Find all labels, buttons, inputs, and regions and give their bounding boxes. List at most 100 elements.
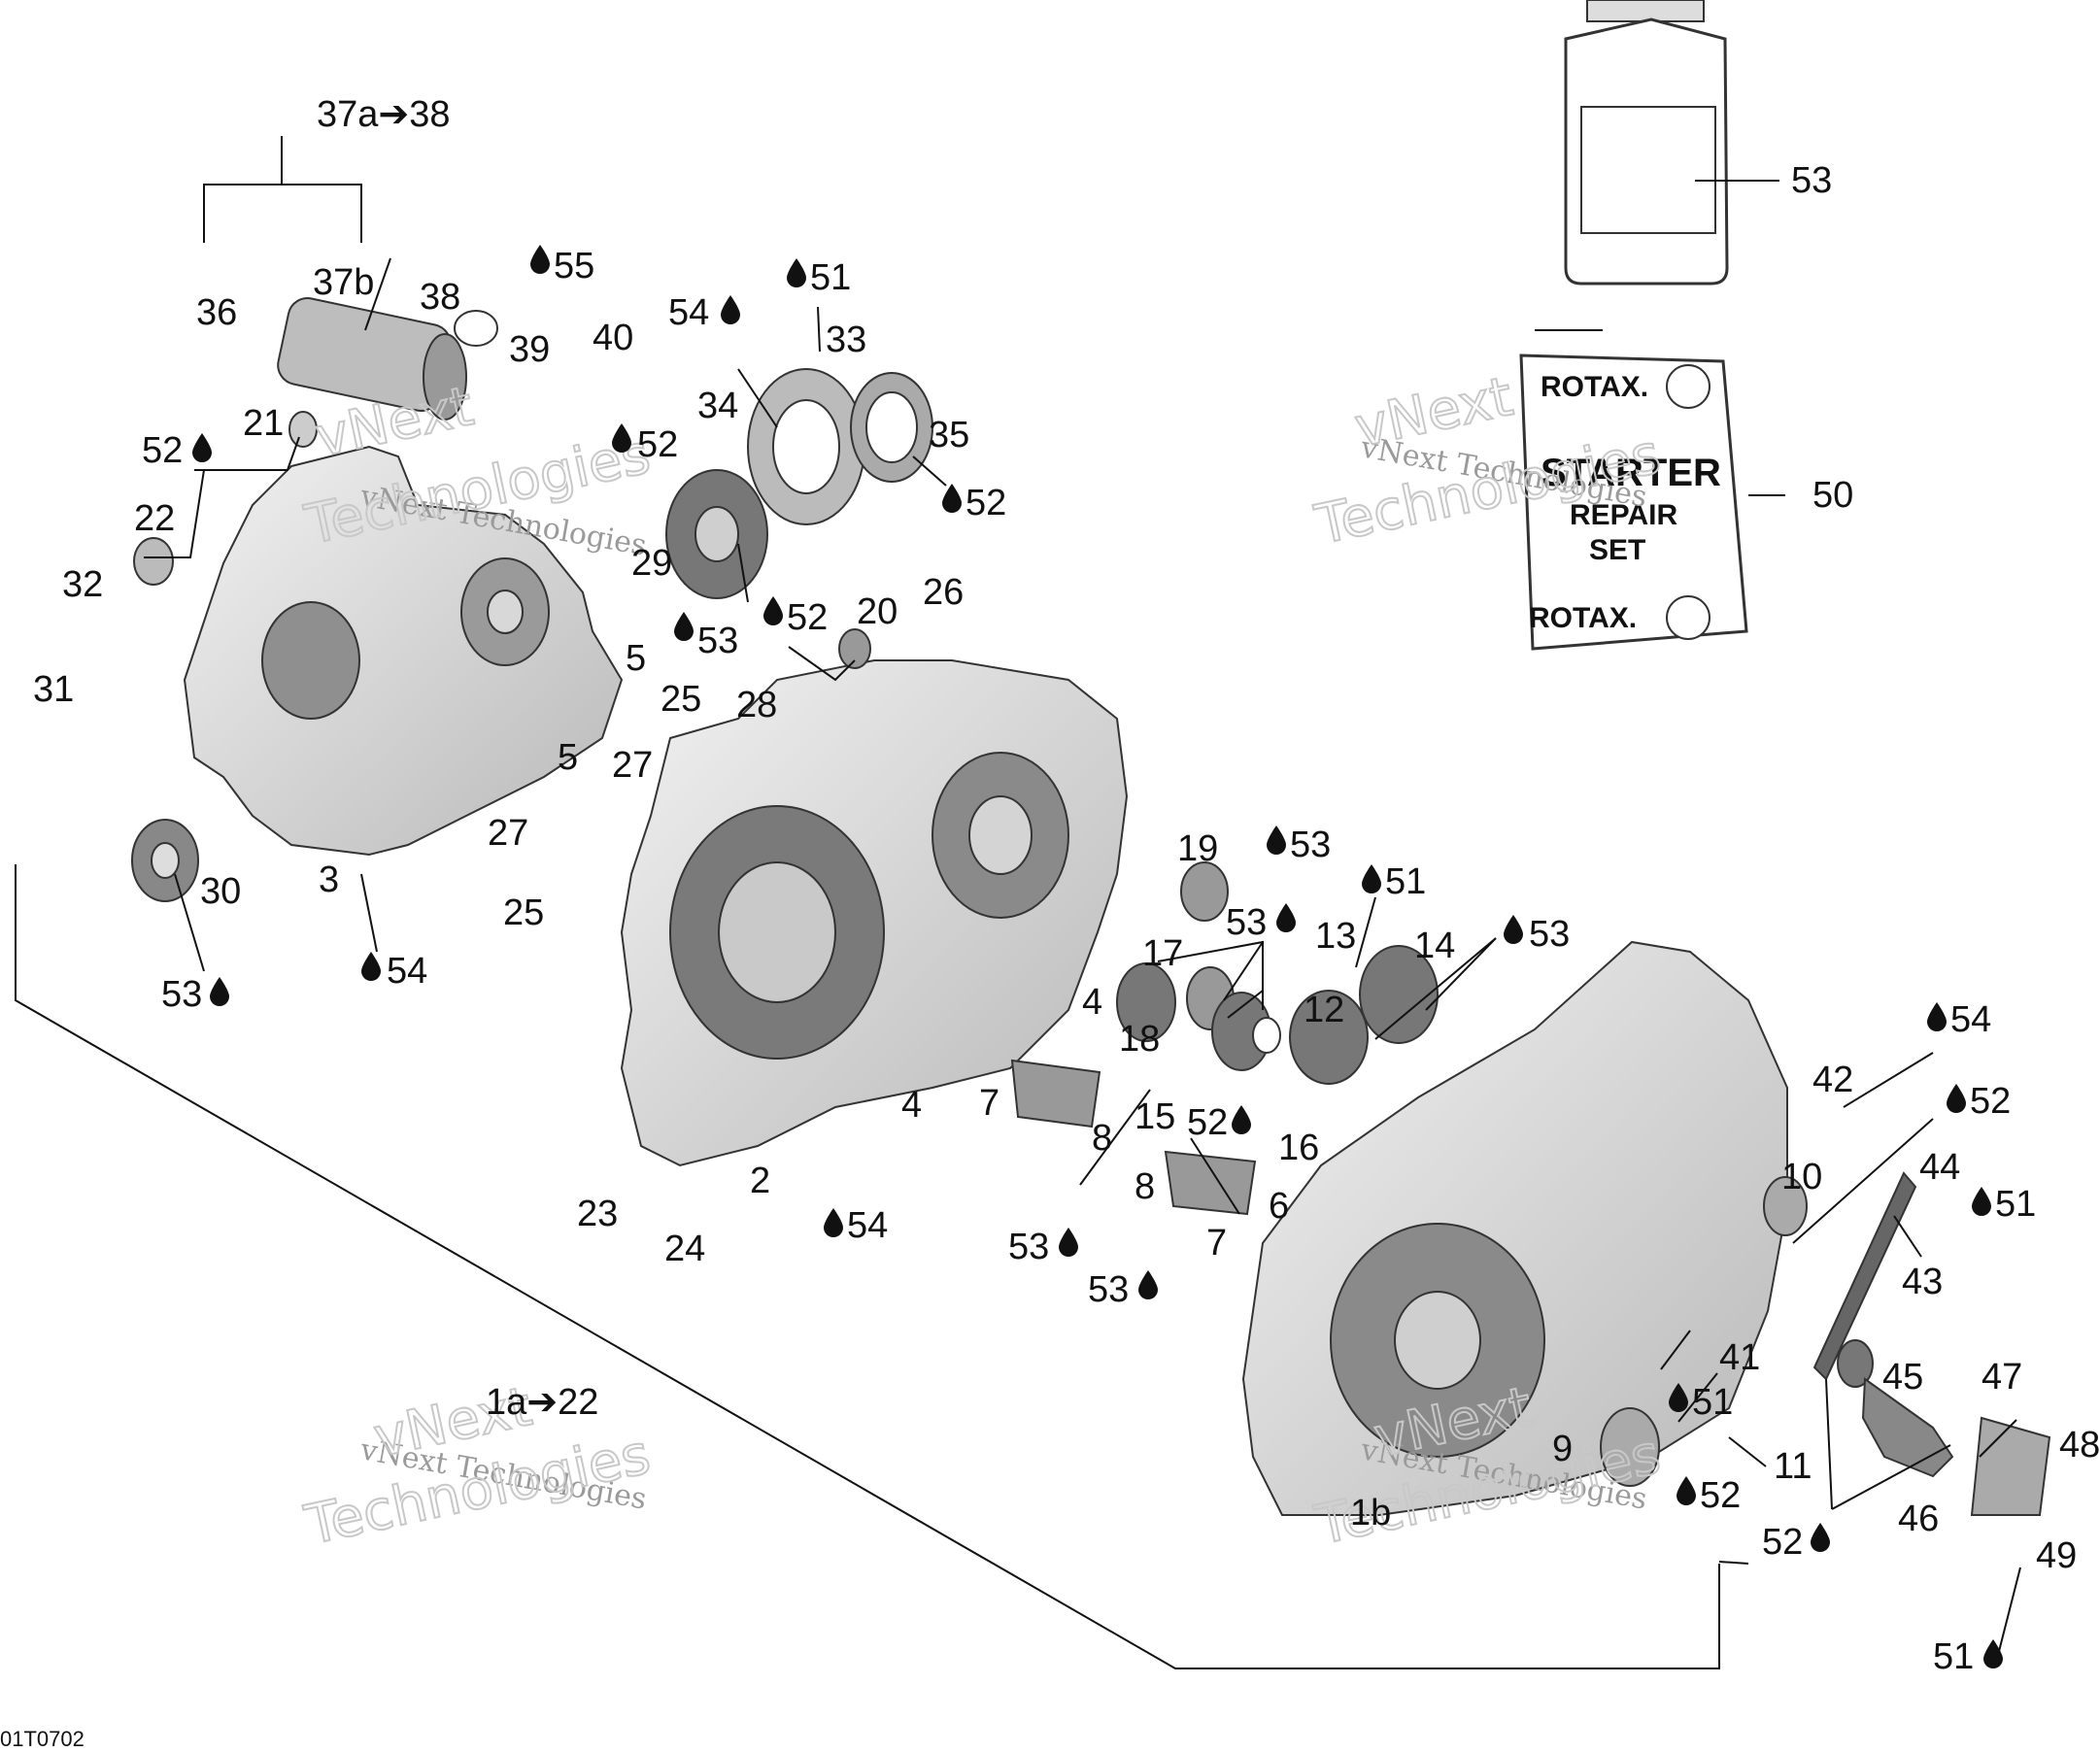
callout-53b: 53: [697, 621, 738, 661]
callout-30: 30: [200, 871, 241, 912]
lubricant-drop-icon: [210, 977, 229, 1006]
bushing-11: [1837, 1339, 1874, 1388]
callout-52d: 52: [787, 597, 828, 638]
booklet-title-line1: STARTER: [1541, 452, 1721, 494]
lubricant-drop-icon: [361, 952, 381, 981]
callout-21: 21: [243, 403, 284, 444]
callout-46: 46: [1898, 1499, 1939, 1539]
callout-10: 10: [1781, 1157, 1822, 1197]
callout-19: 19: [1177, 828, 1218, 869]
callout-37b: 37b: [313, 262, 374, 303]
lubricant-drop-icon: [1504, 915, 1523, 944]
lubricant-drop-icon: [1232, 1105, 1251, 1134]
callout-8a: 8: [1092, 1118, 1112, 1159]
callout-26: 26: [923, 572, 964, 613]
callout-43: 43: [1902, 1262, 1943, 1302]
seal-21: [288, 411, 318, 448]
callout-51d: 51: [1692, 1382, 1733, 1423]
callout-53c: 53: [1290, 825, 1331, 865]
bearing-shell-7-8a: [1010, 1059, 1101, 1129]
callout-9: 9: [1552, 1429, 1573, 1469]
lubricant-drop-icon: [1947, 1084, 1966, 1113]
callout-8b: 8: [1135, 1166, 1155, 1207]
bearing-12: [1289, 990, 1369, 1085]
callout-4a: 4: [1082, 982, 1102, 1023]
lubricant-drop-icon: [1276, 903, 1296, 932]
lubricant-drop-icon: [787, 258, 806, 287]
lubricant-drop-icon: [192, 433, 212, 462]
callout-15: 15: [1135, 1096, 1175, 1137]
callout-23: 23: [577, 1194, 618, 1234]
brp-logo-icon: [1666, 595, 1710, 640]
lubricant-drop-icon: [1362, 864, 1381, 893]
callout-35: 35: [929, 415, 969, 455]
seal-22: [133, 537, 174, 586]
callout-6: 6: [1269, 1186, 1289, 1227]
callout-2: 2: [750, 1161, 770, 1201]
booklet-title-line2: REPAIR: [1570, 499, 1677, 531]
callout-11: 11: [1774, 1446, 1812, 1487]
callout-53-oil: 53: [1791, 160, 1832, 201]
callout-52h: 52: [1762, 1522, 1803, 1563]
callout-45: 45: [1882, 1357, 1923, 1398]
callout-16: 16: [1278, 1128, 1319, 1168]
callout-49: 49: [2036, 1535, 2077, 1576]
lubricant-drop-icon: [1811, 1523, 1830, 1552]
callout-group-case: 1a➔22: [486, 1382, 598, 1423]
callout-27b: 27: [488, 813, 528, 854]
callout-14: 14: [1414, 926, 1455, 966]
callout-53d: 53: [1226, 902, 1267, 943]
callout-53a: 53: [161, 974, 202, 1015]
seal-9: [1600, 1407, 1660, 1487]
callout-12: 12: [1304, 990, 1344, 1030]
seal-35: [850, 372, 933, 483]
callout-13: 13: [1315, 916, 1356, 957]
callout-27a: 27: [612, 745, 653, 786]
bearing-17: [1116, 962, 1176, 1042]
seal-10: [1763, 1176, 1808, 1236]
callout-42: 42: [1812, 1060, 1853, 1100]
oil-bottle: [1564, 0, 1729, 286]
callout-54c: 54: [847, 1205, 888, 1246]
callout-44: 44: [1919, 1147, 1960, 1188]
callout-5a: 5: [626, 638, 646, 679]
callout-53e: 53: [1529, 914, 1570, 955]
o-ring-38: [454, 310, 498, 347]
bearing-14: [1359, 945, 1439, 1044]
spacer-34: [747, 368, 865, 525]
lubricant-drop-icon: [721, 295, 740, 324]
lubricant-drop-icon: [1267, 825, 1286, 855]
lubricant-drop-icon: [824, 1208, 843, 1237]
booklet-brand-top: ROTAX.: [1541, 371, 1648, 403]
bearing-29: [665, 469, 768, 599]
bearing-shell-7-8b: [1164, 1150, 1257, 1216]
repair-booklet: ROTAX. STARTER REPAIR SET ROTAX.: [1519, 354, 1748, 651]
callout-40: 40: [593, 318, 633, 358]
callout-3: 3: [319, 859, 339, 900]
callout-51e: 51: [1933, 1636, 1974, 1677]
crankcase-left-half: [183, 445, 624, 857]
callout-1b: 1b: [1350, 1493, 1391, 1533]
cover-48: [1970, 1416, 2051, 1516]
crankcase-right-half: [1241, 940, 1788, 1516]
brp-logo-icon: [1666, 364, 1710, 409]
callout-labels: 37a➔38 37b 38 36 39 40 55 21 52 22 32 31…: [33, 94, 2100, 1677]
booklet-title-line3: SET: [1589, 534, 1645, 566]
callout-group-starter: 37a➔38: [317, 94, 451, 135]
lubricant-drop-icon: [1059, 1228, 1078, 1257]
callout-52f: 52: [1970, 1081, 2011, 1122]
callout-47: 47: [1981, 1357, 2022, 1398]
crankcase-center: [620, 659, 1129, 1167]
callout-38: 38: [420, 277, 460, 318]
lubricant-drop-icon: [1138, 1270, 1158, 1299]
lubricant-drop-icon: [1677, 1476, 1696, 1505]
lubricant-drop-icon: [674, 612, 694, 641]
callout-52c: 52: [637, 424, 678, 465]
callout-5b: 5: [558, 737, 578, 778]
callout-52g: 52: [1700, 1475, 1741, 1516]
lubricant-drop-icon: [763, 596, 783, 625]
lubricant-drop-icon: [1972, 1187, 1991, 1216]
callout-24: 24: [664, 1229, 705, 1269]
callout-48: 48: [2059, 1425, 2100, 1466]
